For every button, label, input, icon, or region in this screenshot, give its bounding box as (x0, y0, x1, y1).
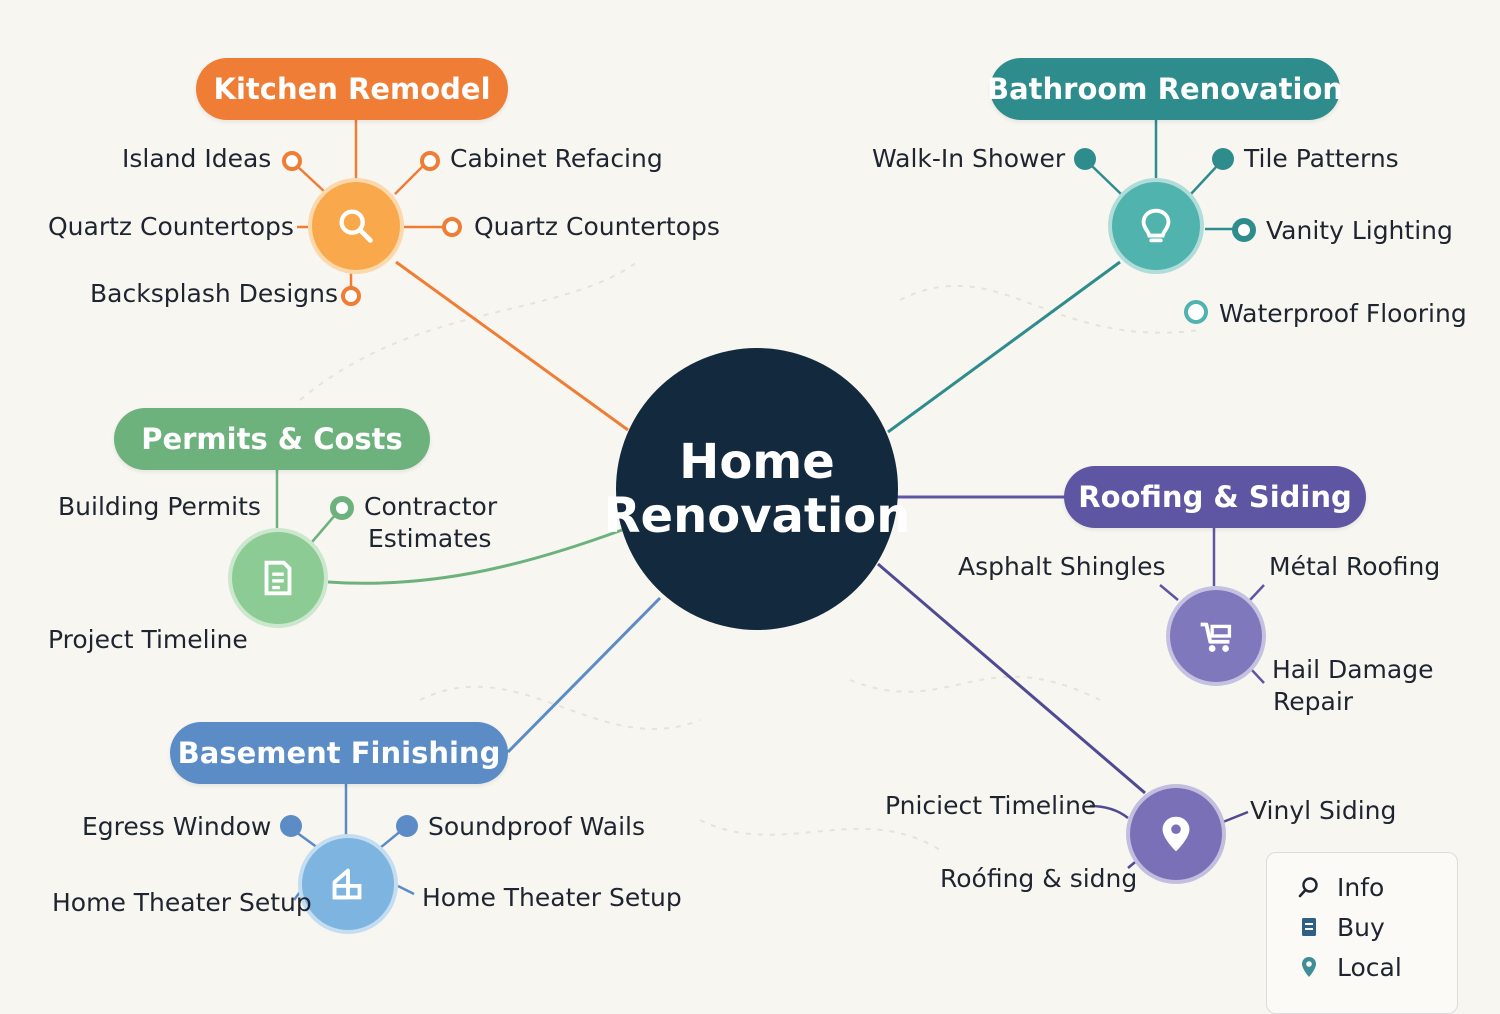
backsplash-designs-label: Backsplash Designs (90, 279, 339, 308)
bathroom-renovation-title: Bathroom Renovation (986, 72, 1344, 106)
hail-damage-label: Hail Damage (1272, 655, 1434, 684)
metal-roofing-label: Métal Roofing (1269, 552, 1441, 581)
contractor-label: Contractor (364, 492, 498, 521)
background-swirls (299, 259, 1201, 851)
vanity-lighting-dot (1232, 218, 1256, 242)
legend-item-buy: Buy (1297, 911, 1385, 943)
search-icon (1298, 877, 1318, 898)
waterproof-flooring-label: Waterproof Flooring (1219, 299, 1467, 328)
tile-patterns-dot (1212, 148, 1234, 170)
permits-costs-pill[interactable]: Permits & Costs (114, 408, 430, 470)
home-icon (332, 868, 362, 900)
legend-item-info: Info (1297, 871, 1384, 903)
home-theater-setup-left-label: Home Theater Setup (52, 888, 312, 917)
quartz-countertops-right-dot (442, 217, 462, 237)
location-pin-icon (1302, 957, 1316, 977)
bathroom-connectors (887, 120, 1237, 434)
document-icon (1302, 918, 1316, 936)
basement-hub[interactable] (298, 834, 398, 934)
waterproof-flooring-dot (1184, 300, 1208, 324)
location-pin-icon (1162, 816, 1190, 852)
island-ideas-dot (282, 151, 302, 171)
legend-item-local: Local (1297, 951, 1402, 983)
quartz-countertops-right-label: Quartz Countertops (474, 212, 720, 241)
legend-local-label: Local (1337, 952, 1402, 982)
kitchen-remodel-title: Kitchen Remodel (213, 72, 491, 106)
cabinet-refacing-label: Cabinet Refacing (450, 144, 663, 173)
kitchen-connectors (296, 120, 629, 432)
roofing-hub[interactable] (1166, 586, 1266, 686)
island-ideas-label: Island Ideas (122, 144, 272, 173)
quartz-countertops-left-label: Quartz Countertops (48, 212, 294, 241)
bathroom-hub[interactable] (1108, 178, 1204, 274)
legend: Info Buy Local (1266, 852, 1458, 1014)
roofing-sidng-label: Roófing & sidng (940, 864, 1138, 893)
home-theater-setup-right-label: Home Theater Setup (422, 883, 682, 912)
egress-window-dot (280, 815, 302, 837)
permits-hub[interactable] (228, 528, 328, 628)
project-timeline-label: Project Timeline (48, 625, 248, 654)
egress-window-label: Egress Window (82, 812, 272, 841)
walk-in-shower-dot (1074, 148, 1096, 170)
basement-finishing-title: Basement Finishing (177, 736, 501, 770)
kitchen-hub[interactable] (308, 178, 404, 274)
roofing-connectors (896, 495, 1265, 684)
vinyl-siding-label: Vinyl Siding (1250, 796, 1397, 825)
tile-patterns-label: Tile Patterns (1244, 144, 1399, 173)
building-permits-label: Building Permits (58, 492, 261, 521)
soundproof-walls-dot (396, 815, 418, 837)
pniciect-timeline-label: Pniciect Timeline (885, 791, 1097, 820)
lightbulb-icon (1141, 208, 1171, 243)
roofing-siding-pill[interactable]: Roofing & Siding (1064, 466, 1366, 528)
document-icon (264, 560, 292, 596)
walk-in-shower-label: Walk-In Shower (872, 144, 1066, 173)
siding-hub[interactable] (1126, 784, 1226, 884)
search-icon (339, 209, 373, 243)
cart-icon (1200, 622, 1232, 652)
legend-buy-label: Buy (1337, 912, 1385, 942)
repair-label: Repair (1273, 687, 1354, 716)
central-topic-line1: Home (679, 434, 835, 490)
central-topic-line2: Renovation (603, 488, 911, 544)
legend-info-label: Info (1337, 872, 1385, 902)
soundproof-walls-label: Soundproof Wails (428, 812, 646, 841)
permits-costs-title: Permits & Costs (141, 422, 403, 456)
cabinet-refacing-dot (420, 151, 440, 171)
roofing-siding-title: Roofing & Siding (1078, 480, 1352, 514)
asphalt-shingles-label: Asphalt Shingles (958, 552, 1166, 581)
backsplash-designs-dot (341, 286, 361, 306)
kitchen-remodel-pill[interactable]: Kitchen Remodel (196, 58, 508, 120)
vanity-lighting-label: Vanity Lighting (1266, 216, 1453, 245)
estimates-label: Estimates (368, 524, 492, 553)
bathroom-renovation-pill[interactable]: Bathroom Renovation (986, 58, 1344, 120)
central-topic-node[interactable]: Home Renovation (604, 348, 910, 630)
basement-finishing-pill[interactable]: Basement Finishing (170, 722, 508, 784)
contractor-estimates-dot (330, 496, 354, 520)
permits-connectors (275, 468, 623, 585)
